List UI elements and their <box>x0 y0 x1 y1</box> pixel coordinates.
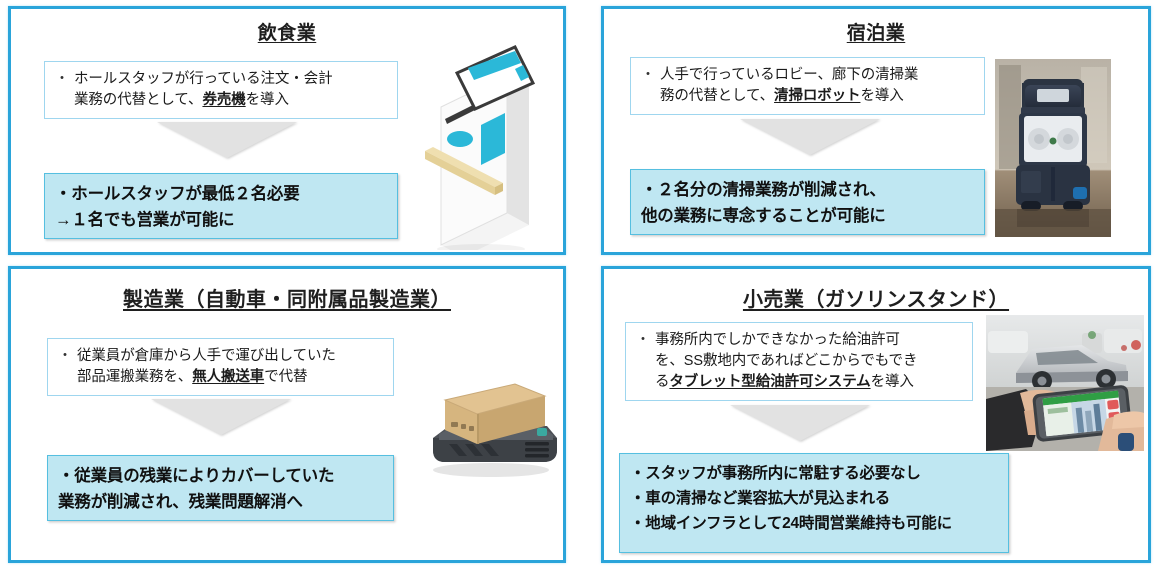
bullet-emphasis: 清掃ロボット <box>774 88 861 104</box>
handheld-tablet-photo <box>986 315 1144 451</box>
bullet-marker: ・ <box>641 66 655 82</box>
ticket-vending-machine-kiosk-illustration <box>425 45 536 250</box>
result-line-1: ・従業員の残業によりカバーしていた <box>58 467 335 485</box>
panel-heading-food-service: 飲食業 <box>257 23 317 44</box>
down-arrow-manufacturing <box>151 399 291 435</box>
bullet-box-lodging: ・ 人手で行っているロビー、廊下の清掃業務の代替として、清掃ロボットを導入 <box>630 57 985 115</box>
result-box-retail: ・スタッフが事務所内に常駐する必要なし ・車の清掃など業容拡大が見込まれる ・地… <box>619 453 1009 553</box>
bullet-box-food-service: ・ ホールスタッフが行っている注文・会計業務の代替として、券売機を導入 <box>44 61 398 119</box>
bullet-marker: ・ <box>58 347 72 363</box>
panel-heading-manufacturing: 製造業（自動車・同附属品製造業） <box>123 289 451 311</box>
bullet-line1: 人手で行っているロビー、廊下の清掃業 <box>660 67 919 83</box>
bullet-line3-pre: る <box>655 374 670 390</box>
bullet-line1: 事務所内でしかできなかった給油許可 <box>655 332 900 348</box>
result-box-food-service: ・ホールスタッフが最低２名必要 →１名でも営業が可能に <box>44 173 398 239</box>
bullet-box-retail: ・ 事務所内でしかできなかった給油許可を、SS敷地内であればどこからでもできるタ… <box>625 322 973 401</box>
bullet-line1: 従業員が倉庫から人手で運び出していた <box>77 348 336 364</box>
bullet-line2-post: を導入 <box>245 92 289 108</box>
bullet-line3-post: を導入 <box>870 374 914 390</box>
panel-manufacturing: 製造業（自動車・同附属品製造業） ・ 従業員が倉庫から人手で運び出していた部品運… <box>8 266 566 563</box>
bullet-line2-pre: 務の代替として、 <box>660 88 775 104</box>
result-box-lodging: ・２名分の清掃業務が削減され、 他の業務に専念することが可能に <box>630 169 985 235</box>
result-box-manufacturing: ・従業員の残業によりカバーしていた 業務が削減され、残業問題解消へ <box>47 455 394 521</box>
panel-heading-lodging: 宿泊業 <box>846 23 906 44</box>
bullet-text-manufacturing: 従業員が倉庫から人手で運び出していた部品運搬業務を、無人搬送車で代替 <box>77 346 385 388</box>
bullet-line1: ホールスタッフが行っている注文・会計 <box>74 71 333 87</box>
result-line-2: 業務が削減され、残業問題解消へ <box>58 493 303 511</box>
bullet-emphasis: タブレット型給油許可システム <box>669 374 871 390</box>
bullet-line2-post: で代替 <box>264 369 308 385</box>
bullet-line2-pre: 業務の代替として、 <box>74 92 203 108</box>
cleaning-robot-photo <box>995 59 1111 237</box>
bullet-line2-pre: 部品運搬業務を、 <box>77 369 193 385</box>
result-line-2: ・車の清掃など業容拡大が見込まれる <box>630 490 891 507</box>
down-arrow-retail <box>730 405 870 441</box>
panel-retail-gas-station: 小売業（ガソリンスタンド） ・ 事務所内でしかできなかった給油許可を、SS敷地内… <box>601 266 1151 563</box>
bullet-emphasis: 券売機 <box>202 92 246 108</box>
bullet-marker: ・ <box>636 331 650 347</box>
bullet-line2-post: を導入 <box>860 88 904 104</box>
result-line-1: ・２名分の清掃業務が削減され、 <box>641 181 886 199</box>
result-line-2: →１名でも営業が可能に <box>55 211 235 229</box>
panel-food-service: 飲食業 ・ ホールスタッフが行っている注文・会計業務の代替として、券売機を導入 … <box>8 6 566 255</box>
bullet-text-retail: 事務所内でしかできなかった給油許可を、SS敷地内であればどこからでもできるタブレ… <box>655 330 964 393</box>
bullet-text-lodging: 人手で行っているロビー、廊下の清掃業務の代替として、清掃ロボットを導入 <box>660 65 976 107</box>
result-line-3: ・地域インフラとして24時間営業維持も可能に <box>630 515 952 532</box>
result-line-1: ・ホールスタッフが最低２名必要 <box>55 185 300 203</box>
result-line-1: ・スタッフが事務所内に常駐する必要なし <box>630 465 921 482</box>
bullet-box-manufacturing: ・ 従業員が倉庫から人手で運び出していた部品運搬業務を、無人搬送車で代替 <box>47 338 394 396</box>
bullet-emphasis: 無人搬送車 <box>192 369 265 385</box>
panel-heading-retail-gas-station: 小売業（ガソリンスタンド） <box>742 289 1010 311</box>
down-arrow-lodging <box>740 119 880 155</box>
bullet-line2: を、SS敷地内であればどこからでもでき <box>655 353 918 369</box>
bullet-marker: ・ <box>55 70 69 86</box>
agv-with-cardboard-box-illustration <box>433 383 557 477</box>
result-line-2: 他の業務に専念することが可能に <box>641 207 886 225</box>
bullet-text-food-service: ホールスタッフが行っている注文・会計業務の代替として、券売機を導入 <box>74 69 389 111</box>
down-arrow-food-service <box>157 122 297 158</box>
panel-lodging: 宿泊業 ・ 人手で行っているロビー、廊下の清掃業務の代替として、清掃ロボットを導… <box>601 6 1151 255</box>
